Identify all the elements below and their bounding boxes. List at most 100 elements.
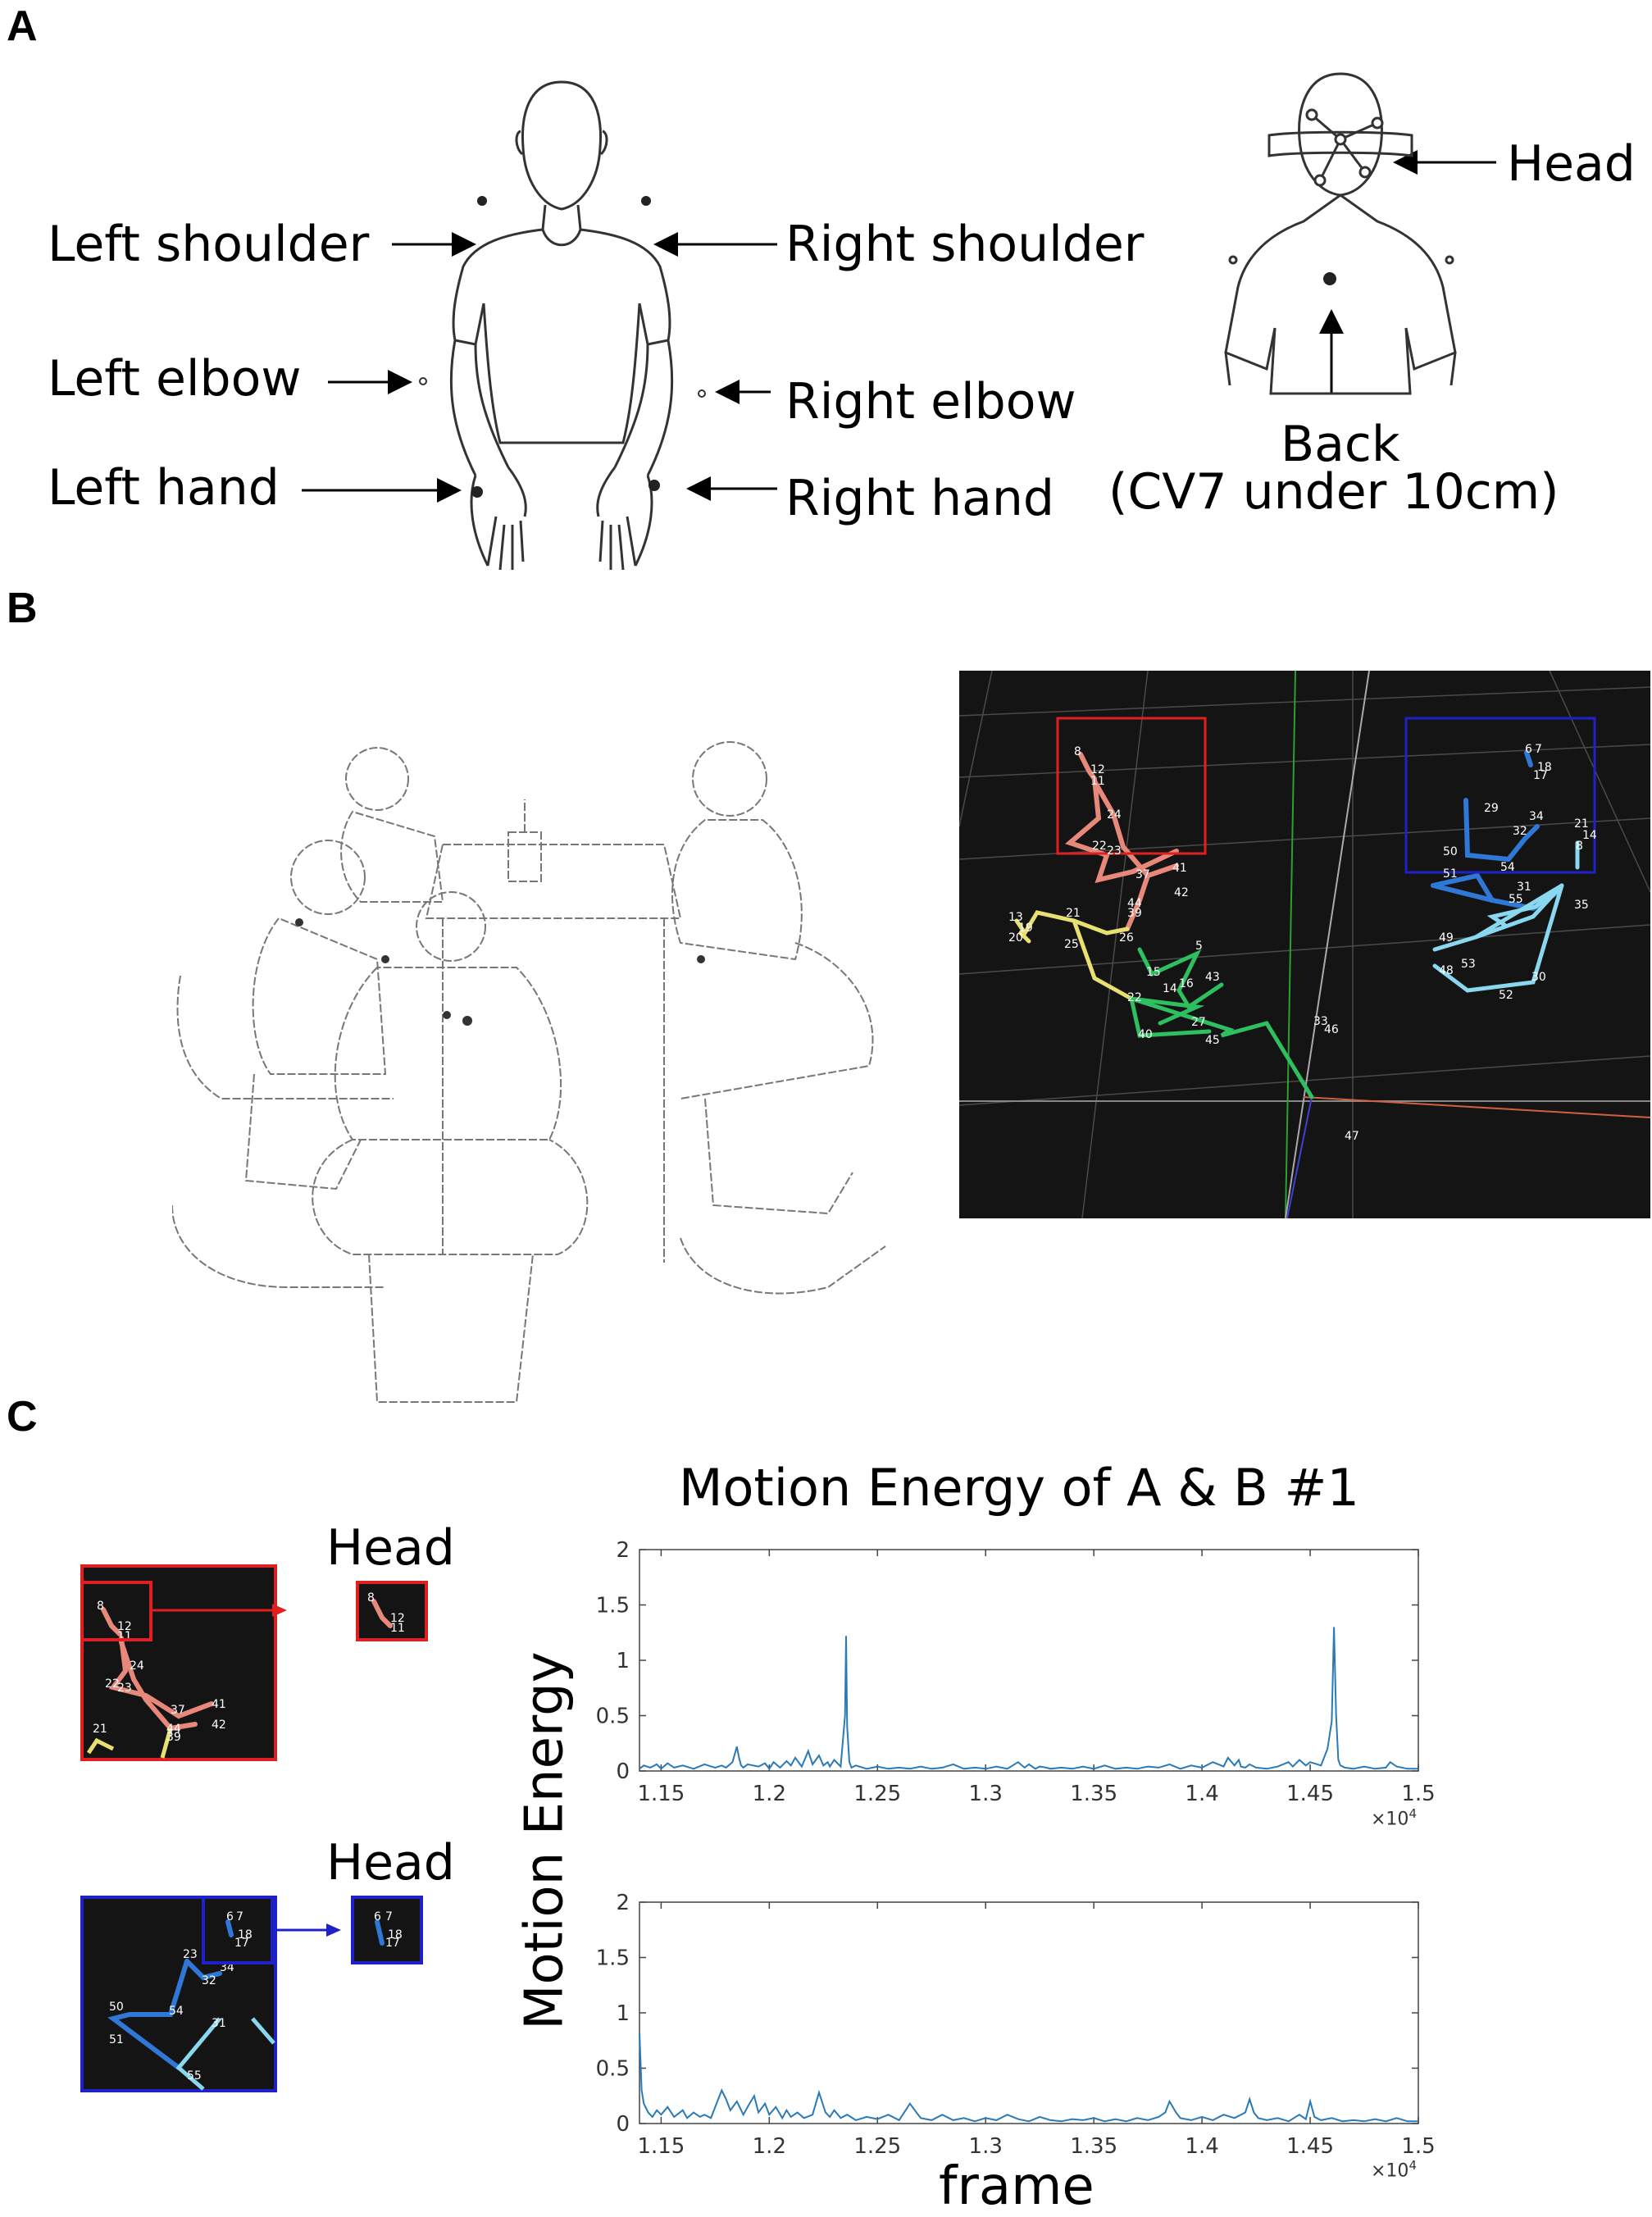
- right-shoulder-label: Right shoulder: [785, 216, 1145, 273]
- svg-text:27: 27: [1191, 1016, 1206, 1029]
- head-label: Head: [1507, 135, 1636, 193]
- bottom-chart-y-tick-label: 1.5: [596, 1946, 630, 1971]
- svg-text:7: 7: [1535, 743, 1542, 756]
- panel-label-b: B: [7, 585, 38, 632]
- svg-text:43: 43: [1205, 971, 1220, 984]
- top-chart-x-tick-label: 1.25: [853, 1782, 901, 1806]
- svg-text:23: 23: [1107, 844, 1122, 858]
- svg-text:29: 29: [1484, 802, 1499, 815]
- svg-text:23: 23: [183, 1948, 198, 1961]
- svg-text:8: 8: [1074, 745, 1081, 758]
- svg-text:44: 44: [166, 1723, 181, 1736]
- svg-text:19: 19: [1018, 922, 1033, 935]
- svg-text:34: 34: [1529, 810, 1544, 823]
- svg-text:39: 39: [1127, 907, 1142, 920]
- top-chart-x-tick-label: 1.3: [969, 1782, 1003, 1806]
- svg-text:6: 6: [1525, 743, 1532, 756]
- svg-text:42: 42: [1174, 886, 1189, 899]
- svg-text:7: 7: [385, 1910, 393, 1923]
- svg-text:32: 32: [202, 1974, 216, 1987]
- svg-text:21: 21: [1574, 817, 1589, 831]
- bottom-chart-y-tick-label: 2: [616, 1891, 630, 1915]
- svg-text:45: 45: [1205, 1034, 1220, 1047]
- svg-text:51: 51: [1443, 867, 1458, 881]
- top-chart-y-tick-label: 0.5: [596, 1705, 630, 1729]
- svg-text:14: 14: [1163, 982, 1177, 995]
- top-chart-x-tick-label: 1.35: [1070, 1782, 1117, 1806]
- svg-text:21: 21: [93, 1723, 107, 1736]
- left-shoulder-label: Left shoulder: [48, 216, 370, 273]
- bottom-chart-y-tick-label: 0.5: [596, 2057, 630, 2082]
- svg-text:37: 37: [171, 1704, 185, 1717]
- svg-text:8: 8: [97, 1600, 104, 1613]
- svg-text:12: 12: [117, 1620, 132, 1633]
- svg-text:42: 42: [212, 1719, 226, 1732]
- svg-text:14: 14: [1582, 829, 1597, 842]
- svg-text:12: 12: [390, 1612, 405, 1625]
- svg-text:24: 24: [130, 1659, 144, 1673]
- svg-text:8: 8: [1576, 840, 1583, 853]
- svg-text:15: 15: [1146, 966, 1161, 979]
- svg-text:8: 8: [367, 1591, 375, 1605]
- panel-label-c: C: [7, 1393, 38, 1441]
- svg-text:17: 17: [385, 1937, 400, 1950]
- svg-text:48: 48: [1439, 964, 1454, 977]
- x-axis-label: frame: [939, 2156, 1095, 2217]
- right-hand-label: Right hand: [785, 470, 1054, 527]
- svg-text:11: 11: [1090, 775, 1105, 788]
- svg-text:12: 12: [1090, 763, 1105, 776]
- svg-text:47: 47: [1345, 1130, 1359, 1143]
- svg-text:31: 31: [212, 2017, 226, 2030]
- svg-text:54: 54: [1500, 861, 1515, 874]
- bottom-chart-y-tick-label: 0: [616, 2112, 630, 2137]
- svg-text:41: 41: [1172, 862, 1187, 875]
- svg-text:37: 37: [1135, 868, 1150, 881]
- svg-text:46: 46: [1324, 1023, 1339, 1036]
- chart-title: Motion Energy of A & B #1: [679, 1458, 1359, 1518]
- right-shoulder-marker: [641, 196, 651, 206]
- panel-label-a: A: [7, 2, 38, 50]
- svg-text:35: 35: [1574, 899, 1589, 912]
- svg-text:22: 22: [1127, 991, 1142, 1004]
- svg-text:33: 33: [1313, 1015, 1328, 1028]
- svg-text:49: 49: [1439, 931, 1454, 945]
- right-elbow-label: Right elbow: [785, 373, 1076, 430]
- left-shoulder-marker: [477, 196, 487, 206]
- bottom-chart-x-tick-label: 1.2: [753, 2134, 786, 2159]
- svg-text:18: 18: [238, 1928, 253, 1942]
- svg-text:13: 13: [1008, 911, 1023, 924]
- back-note-label: (CV7 under 10cm): [1108, 463, 1559, 521]
- bottom-chart-x-tick-label: 1.4: [1185, 2134, 1218, 2159]
- group-conversation-illustration: [172, 741, 886, 1403]
- svg-text:18: 18: [388, 1928, 403, 1942]
- svg-text:44: 44: [1127, 897, 1142, 910]
- bottom-chart-x-tick-label: 1.15: [637, 2134, 685, 2159]
- top-chart-y-tick-label: 1.5: [596, 1594, 630, 1618]
- svg-text:55: 55: [187, 2069, 202, 2083]
- svg-text:5: 5: [1195, 940, 1203, 953]
- svg-text:50: 50: [109, 2001, 124, 2014]
- bottom-chart-x-tick-label: 1.3: [969, 2134, 1003, 2159]
- top-chart-y-tick-label: 2: [616, 1538, 630, 1563]
- svg-text:7: 7: [236, 1910, 243, 1923]
- svg-text:24: 24: [1107, 808, 1122, 822]
- bottom-chart-y-tick-label: 1: [616, 2001, 630, 2026]
- svg-text:22: 22: [105, 1678, 120, 1691]
- svg-text:22: 22: [1092, 840, 1107, 853]
- x-exponent-top: ×104: [1371, 1806, 1417, 1830]
- svg-text:53: 53: [1461, 958, 1476, 971]
- top-chart-y-tick-label: 0: [616, 1759, 630, 1784]
- bottom-chart-x-tick-label: 1.5: [1401, 2134, 1435, 2159]
- svg-text:39: 39: [166, 1731, 181, 1744]
- top-chart-y-tick-label: 1: [616, 1649, 630, 1673]
- svg-text:25: 25: [1064, 938, 1079, 951]
- svg-text:40: 40: [1138, 1028, 1153, 1041]
- svg-text:41: 41: [212, 1698, 226, 1711]
- svg-text:31: 31: [1517, 881, 1531, 894]
- svg-text:50: 50: [1443, 845, 1458, 858]
- svg-text:16: 16: [1179, 977, 1194, 990]
